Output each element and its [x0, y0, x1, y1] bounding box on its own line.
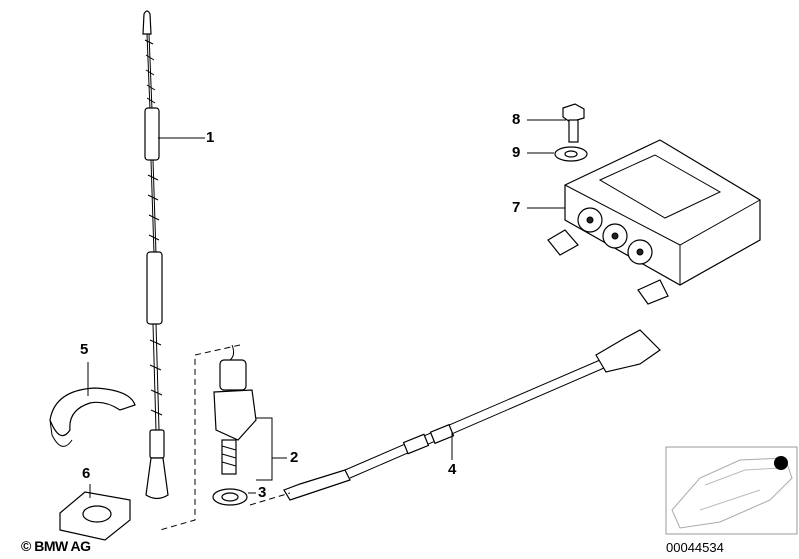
bolt [562, 103, 585, 143]
callout-1: 1 [206, 129, 215, 146]
square-pad [59, 491, 131, 541]
callout-8: 8 [512, 111, 521, 128]
callout-2: 2 [290, 449, 299, 466]
diagram-number: 00044534 [666, 540, 724, 555]
location-marker [774, 456, 788, 470]
antenna-adapter [159, 344, 257, 531]
control-box [547, 139, 761, 305]
leader-lines [87, 119, 566, 498]
callout-7: 7 [512, 199, 521, 216]
antenna-cable [249, 329, 661, 506]
callout-9: 9 [512, 144, 521, 161]
callout-6: 6 [82, 465, 91, 482]
clamp-ring [49, 387, 136, 447]
callout-4: 4 [448, 461, 457, 478]
callout-5: 5 [80, 341, 89, 358]
antenna-rod [142, 10, 169, 500]
copyright-text: © BMW AG [21, 538, 91, 554]
callout-3: 3 [258, 484, 267, 501]
vehicle-inset [665, 446, 798, 535]
